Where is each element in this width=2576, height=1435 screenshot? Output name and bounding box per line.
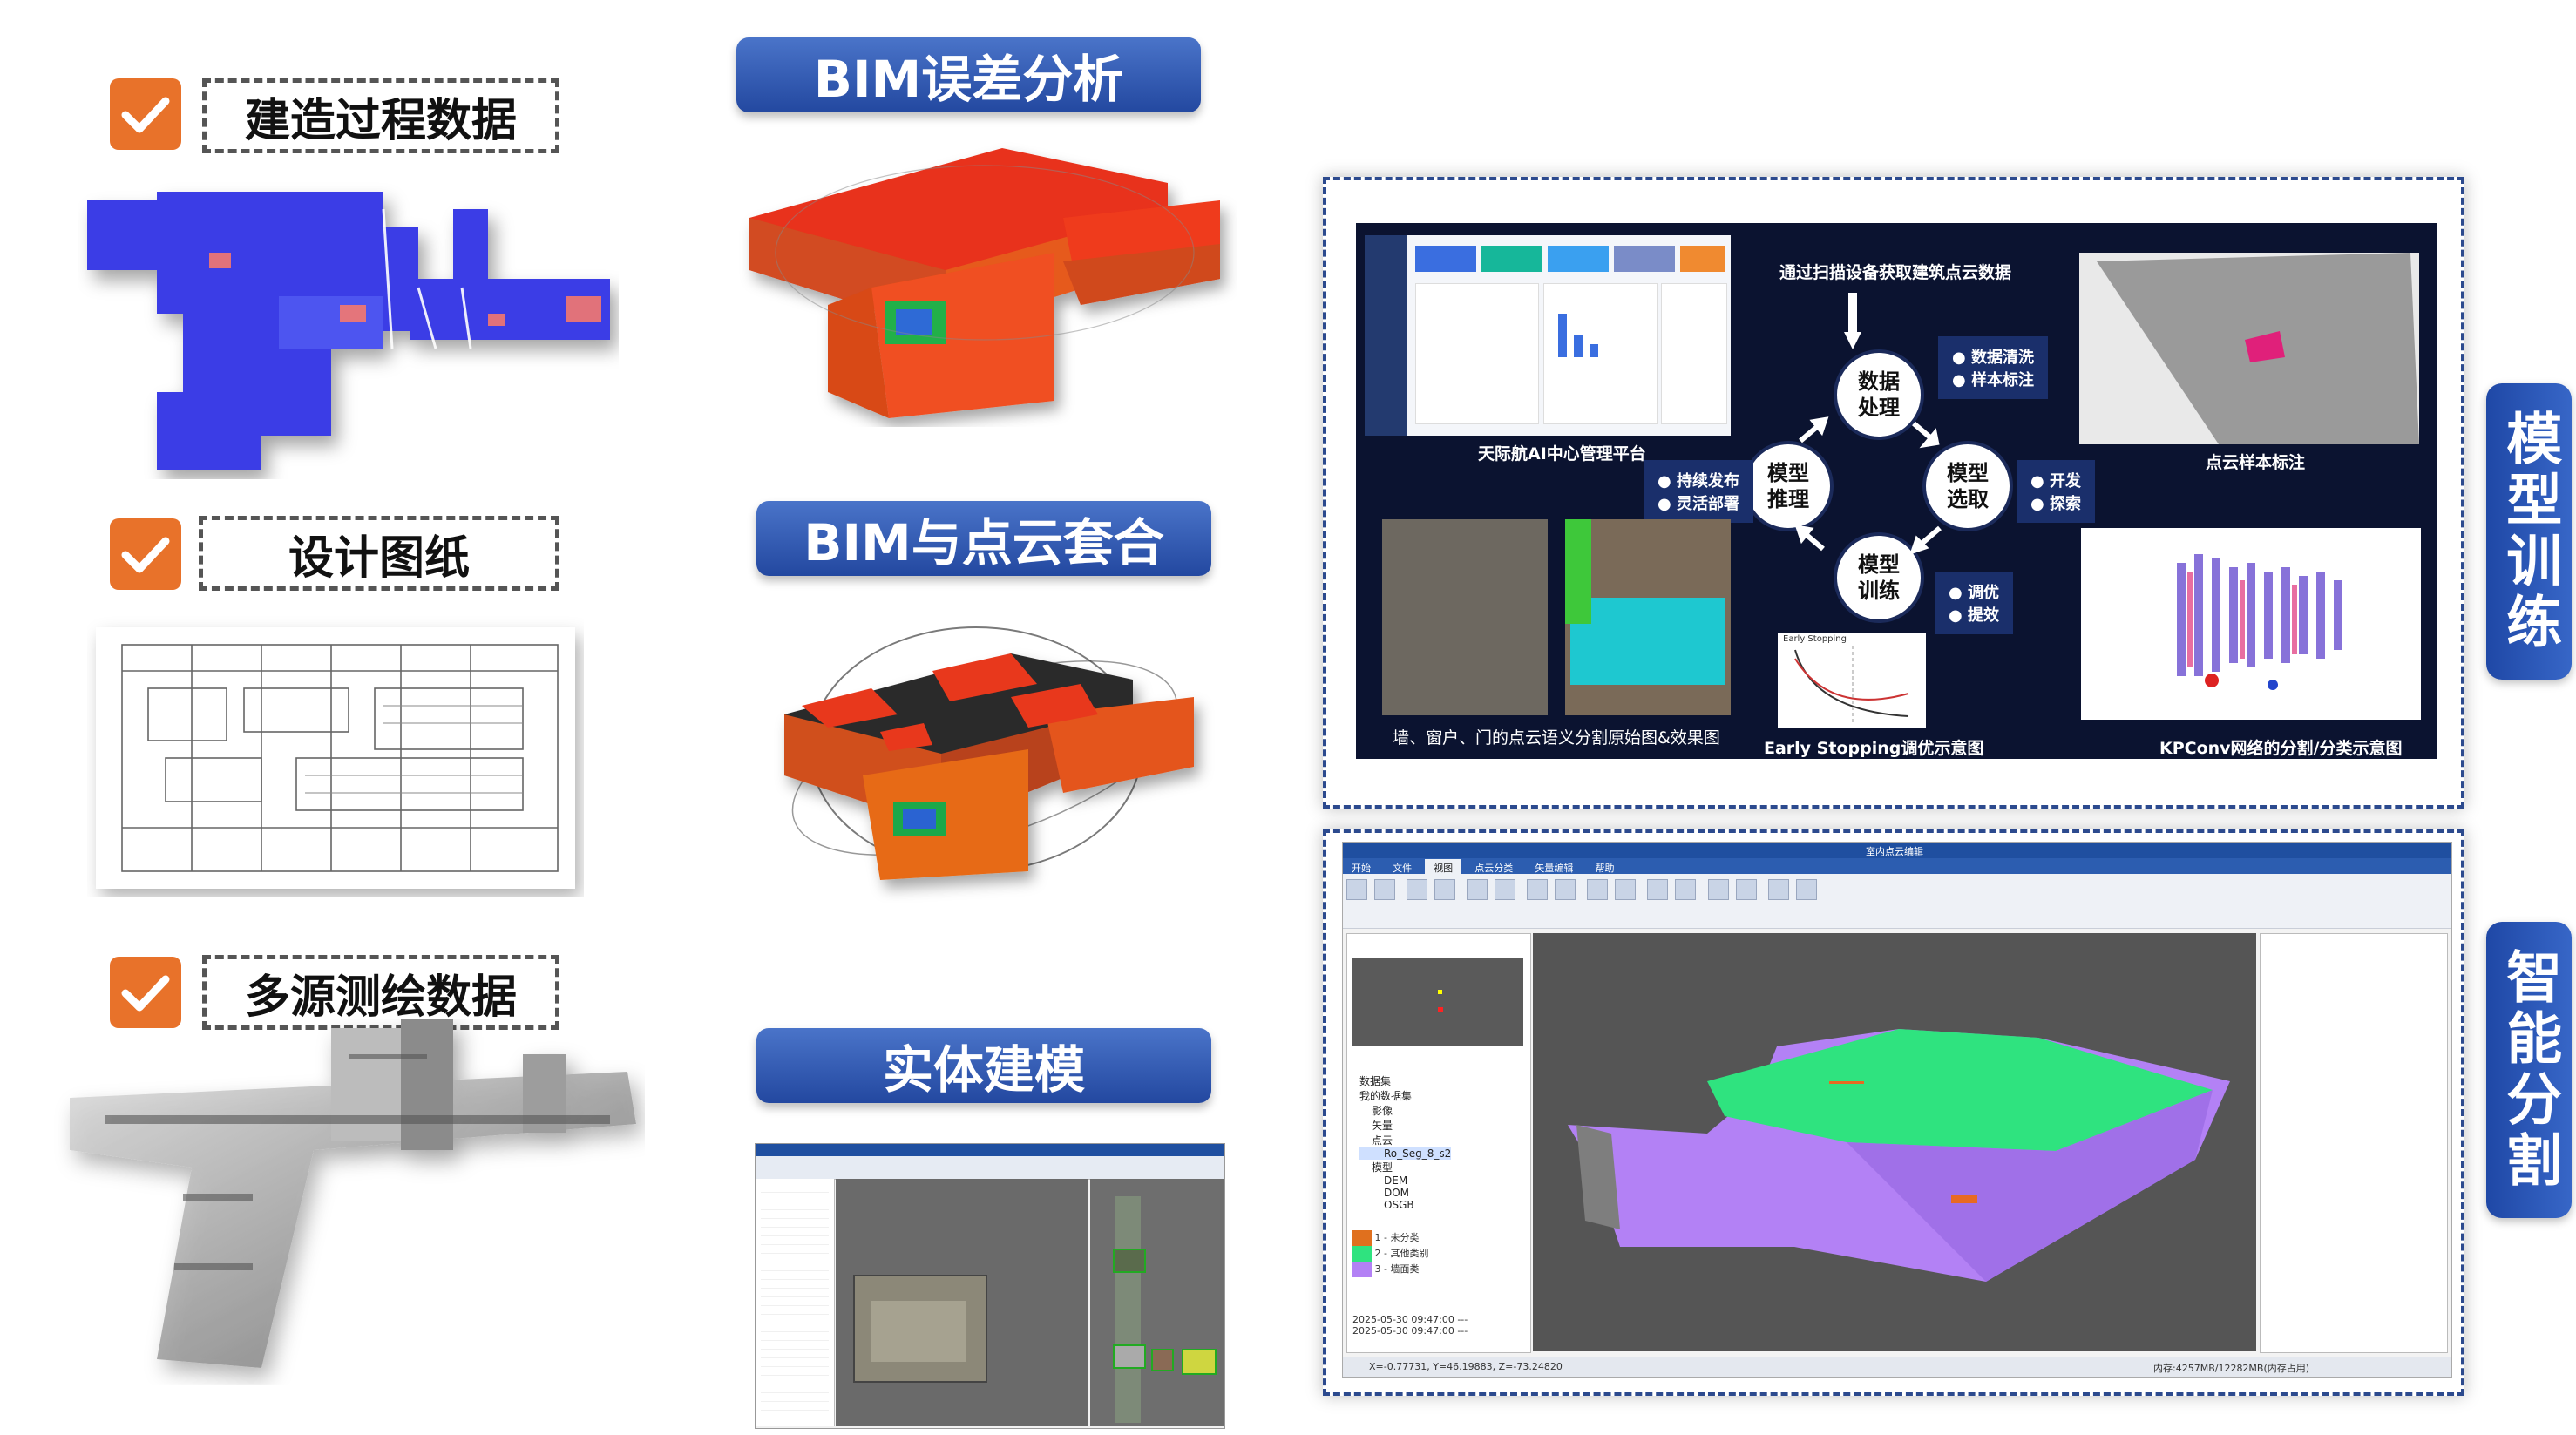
status-memory: 内存:4257MB/12282MB(内存占用) bbox=[2153, 1363, 2310, 1374]
tool-icon[interactable] bbox=[1407, 879, 1428, 900]
scan-caption: 通过扫描设备获取建筑点云数据 bbox=[1779, 263, 2012, 282]
bim-pointcloud-overlay-image bbox=[784, 626, 1194, 880]
seg-caption: 墙、窗户、门的点云语义分割原始图&效果图 bbox=[1393, 728, 1720, 748]
tree-item-selected[interactable]: Ro_Seg_8_s2 bbox=[1359, 1147, 1452, 1160]
tree-item[interactable]: 矢量 bbox=[1372, 1120, 1393, 1132]
tool-icon[interactable] bbox=[1527, 879, 1549, 900]
down-arrow-icon bbox=[1844, 293, 1861, 349]
seg-original-image bbox=[1382, 519, 1548, 715]
tool-icon[interactable] bbox=[1615, 879, 1637, 900]
menu-tab-classify[interactable]: 点云分类 bbox=[1474, 863, 1514, 874]
tree-item[interactable]: DEM bbox=[1384, 1174, 1408, 1187]
log-panel: 2025-05-30 09:47:00 ---2025-05-30 09:47:… bbox=[1352, 1314, 1468, 1337]
title-bim-pointcloud: BIM与点云套合 bbox=[756, 501, 1211, 576]
construction-process-image bbox=[87, 192, 610, 470]
menu-tab-vector[interactable]: 矢量编辑 bbox=[1535, 863, 1574, 874]
cycle-data-processing: 数据 处理 bbox=[1834, 349, 1924, 440]
tool-icon[interactable] bbox=[1767, 879, 1789, 900]
tree-item[interactable]: 点云 bbox=[1372, 1134, 1393, 1147]
cycle-model-training: 模型 训练 bbox=[1834, 532, 1924, 623]
tool-icon[interactable] bbox=[1495, 879, 1516, 900]
tool-icon[interactable] bbox=[1675, 879, 1697, 900]
status-coordinates: X=-0.77731, Y=46.19883, Z=-73.24820 bbox=[1369, 1361, 1563, 1372]
bullets-data-processing: 数据清洗样本标注 bbox=[1938, 336, 2048, 399]
status-bar: X=-0.77731, Y=46.19883, Z=-73.24820 内存:4… bbox=[1343, 1357, 2451, 1377]
early-stopping-caption: Early Stopping调优示意图 bbox=[1764, 739, 1984, 758]
early-stopping-plot: Early Stopping bbox=[1778, 633, 1926, 728]
tree-item[interactable]: 数据集 bbox=[1359, 1075, 1392, 1087]
tool-icon[interactable] bbox=[1467, 879, 1488, 900]
tool-icon[interactable] bbox=[1374, 879, 1395, 900]
tab-model-training-label: 模型训练 bbox=[2497, 410, 2562, 653]
bim-error-heatmap-image bbox=[749, 148, 1220, 418]
design-drawing-image bbox=[96, 627, 575, 889]
properties-panel bbox=[2260, 933, 2448, 1353]
title-bim-error: BIM误差分析 bbox=[736, 37, 1201, 112]
checkbox-icon bbox=[110, 957, 181, 1028]
tool-icon[interactable] bbox=[1735, 879, 1757, 900]
solid-modeling-screenshot bbox=[755, 1143, 1225, 1429]
legend: 1 - 未分类 2 - 其他类别 3 - 墙面类 bbox=[1352, 1230, 1428, 1277]
seg-result-image bbox=[1565, 519, 1731, 715]
software-title: 室内点云编辑 bbox=[1866, 846, 1923, 857]
tree-item[interactable]: DOM bbox=[1384, 1187, 1410, 1199]
tool-icon[interactable] bbox=[1346, 879, 1367, 900]
dataset-tree: 数据集 我的数据集 影像 矢量 点云 Ro_Seg_8_s2 模型 DEM DO… bbox=[1359, 1073, 1452, 1211]
checkbox-icon bbox=[110, 78, 181, 150]
tool-icon[interactable] bbox=[1647, 879, 1669, 900]
cycle-arrows-icon bbox=[1794, 416, 1942, 555]
tree-item[interactable]: 模型 bbox=[1372, 1161, 1393, 1174]
model-training-panel: 天际航AI中心管理平台 通过扫描设备获取建筑点云数据 数据 处理 模型 选取 模… bbox=[1356, 223, 2437, 759]
camera-preview bbox=[1352, 958, 1523, 1046]
menu-tab-file[interactable]: 文件 bbox=[1393, 863, 1413, 874]
tree-item[interactable]: OSGB bbox=[1384, 1199, 1414, 1211]
pointcloud-sample-image bbox=[2079, 253, 2419, 444]
bullets-model-selection: 开发探索 bbox=[2017, 460, 2095, 523]
kpconv-caption: KPConv网络的分割/分类示意图 bbox=[2159, 739, 2403, 758]
ribbon-toolbar bbox=[1343, 874, 2451, 929]
survey-pointcloud-image bbox=[70, 1019, 636, 1368]
tool-icon[interactable] bbox=[1795, 879, 1817, 900]
tool-icon[interactable] bbox=[1707, 879, 1729, 900]
cycle-model-selection: 模型 选取 bbox=[1922, 441, 2013, 531]
title-solid-modeling: 实体建模 bbox=[756, 1028, 1211, 1103]
platform-caption: 天际航AI中心管理平台 bbox=[1478, 444, 1646, 464]
segmentation-software-window: 室内点云编辑 开始 文件 视图 点云分类 矢量编辑 帮助 数据集 我的数据集 影… bbox=[1342, 842, 2452, 1378]
tool-icon[interactable] bbox=[1434, 879, 1456, 900]
3d-viewport[interactable] bbox=[1533, 933, 2256, 1351]
bullets-model-training: 调优提效 bbox=[1935, 572, 2013, 634]
tool-icon[interactable] bbox=[1555, 879, 1576, 900]
tab-smart-segmentation[interactable]: 智能分割 bbox=[2486, 922, 2572, 1218]
tree-item[interactable]: 影像 bbox=[1372, 1105, 1393, 1117]
menu-tab-help[interactable]: 帮助 bbox=[1595, 863, 1615, 874]
tree-item[interactable]: 我的数据集 bbox=[1359, 1090, 1413, 1102]
item-label-design-drawing: 设计图纸 bbox=[199, 516, 559, 591]
kpconv-diagram bbox=[2081, 528, 2421, 720]
checkbox-icon bbox=[110, 518, 181, 590]
cycle-model-inference: 模型 推理 bbox=[1743, 441, 1834, 531]
tool-icon[interactable] bbox=[1587, 879, 1609, 900]
menu-tab-start[interactable]: 开始 bbox=[1352, 863, 1371, 874]
ai-platform-dashboard bbox=[1365, 235, 1731, 436]
tab-smart-segmentation-label: 智能分割 bbox=[2497, 948, 2562, 1192]
menu-tab-view[interactable]: 视图 bbox=[1425, 859, 1462, 877]
item-label-construction: 建造过程数据 bbox=[202, 78, 559, 153]
bullets-model-inference: 持续发布灵活部署 bbox=[1644, 460, 1753, 523]
tab-model-training[interactable]: 模型训练 bbox=[2486, 383, 2572, 680]
left-panel: 数据集 我的数据集 影像 矢量 点云 Ro_Seg_8_s2 模型 DEM DO… bbox=[1346, 933, 1531, 1353]
sample-caption: 点云样本标注 bbox=[2206, 453, 2306, 472]
item-label-survey-data: 多源测绘数据 bbox=[202, 955, 559, 1030]
